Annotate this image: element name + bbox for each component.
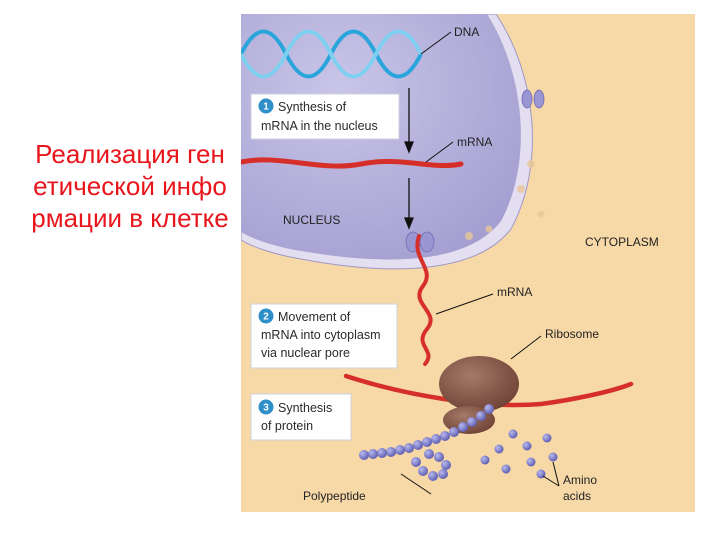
step-2-line-3: via nuclear pore — [261, 346, 350, 360]
step-2-box: 2 Movement of mRNA into cytoplasm via nu… — [250, 303, 398, 369]
step-1-line-2: mRNA in the nucleus — [261, 119, 378, 133]
label-mrna-cytoplasm: mRNA — [497, 285, 532, 299]
mrna-strand-ribosome — [343, 373, 634, 408]
label-polypeptide: Polypeptide — [303, 489, 366, 503]
step-3-badge — [258, 399, 274, 415]
mrna-ribbon-cytoplasm — [415, 234, 433, 366]
label-mrna-nucleus: mRNA — [457, 135, 492, 149]
step-3-box: 3 Synthesis of protein — [250, 393, 352, 441]
step-3-line-1: Synthesis — [278, 401, 332, 415]
arrow-mrna-to-pore — [404, 178, 414, 230]
step-3-number: 3 — [263, 403, 269, 414]
step-3-line-2: of protein — [261, 419, 313, 433]
nuclear-pore-top — [521, 89, 545, 109]
label-ribosome: Ribosome — [545, 327, 599, 341]
dna-helix — [241, 29, 423, 79]
free-amino-acids — [480, 429, 558, 479]
step-2-line-1: Movement of — [278, 310, 351, 324]
membrane-dots — [465, 160, 545, 240]
step-2-number: 2 — [263, 312, 269, 323]
arrow-dna-to-mrna — [404, 88, 414, 154]
mrna-strand-nucleus — [241, 157, 464, 169]
polypeptide-chain — [359, 404, 494, 481]
label-cytoplasm: CYTOPLASM — [585, 235, 659, 249]
label-nucleus: NUCLEUS — [283, 213, 340, 227]
slide-title: Реализация генетической информации в кле… — [31, 139, 229, 233]
step-2-line-2: mRNA into cytoplasm — [261, 328, 380, 342]
label-dna: DNA — [454, 25, 479, 39]
leader-lines — [400, 31, 560, 495]
label-amino-line-1: Amino — [563, 473, 597, 487]
step-1-box: 1 Synthesis of mRNA in the nucleus — [250, 93, 400, 140]
step-1-line-1: Synthesis of — [278, 100, 347, 114]
step-1-badge — [258, 98, 274, 114]
step-2-badge — [258, 308, 274, 324]
label-amino-line-2: acids — [563, 489, 591, 503]
protein-synthesis-diagram: 1 Synthesis of mRNA in the nucleus 2 Mov… — [241, 14, 695, 512]
step-1-number: 1 — [263, 102, 269, 113]
